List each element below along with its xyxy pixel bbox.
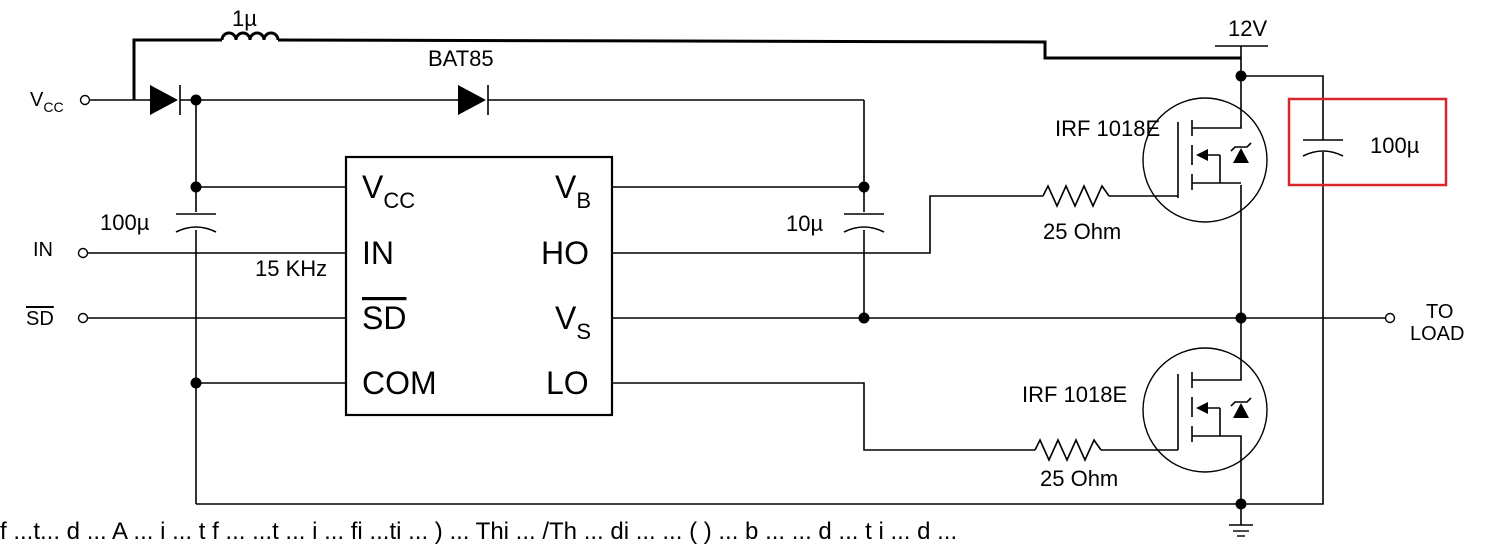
supply-label: 12V: [1228, 16, 1267, 41]
gate-driver-ic: [344, 155, 614, 417]
pin-sd: SD: [362, 300, 406, 336]
inductor: [220, 31, 280, 41]
pin-in: IN: [362, 235, 394, 271]
mosfet-high-label: IRF 1018E: [1055, 116, 1160, 141]
inductor-label: 1µ: [232, 6, 257, 31]
sd-terminal-label: SD: [26, 308, 54, 330]
sd-terminal: [77, 312, 89, 324]
wires: [88, 38, 1390, 525]
component-labels: 1µ BAT85 12V VCC IN SD TO LOAD 15 KHz 10…: [26, 6, 1464, 491]
load-label-1: TO: [1426, 301, 1453, 323]
gate-res-low-label: 25 Ohm: [1040, 466, 1118, 491]
gate-res-high-label: 25 Ohm: [1043, 219, 1121, 244]
mosfet-low-label: IRF 1018E: [1022, 382, 1127, 407]
junction-dots: [190, 70, 1247, 510]
pin-vs: VS: [555, 300, 591, 344]
cap-boot-label: 10µ: [786, 211, 823, 236]
pin-lo: LO: [546, 365, 589, 401]
pin-com: COM: [362, 365, 437, 401]
caption-cutoff: f ...t... d ... A ... i ... t f ... ...t…: [0, 518, 958, 545]
cap-bus-label: 100µ: [1370, 133, 1420, 158]
mosfet-high: [1142, 97, 1268, 223]
pin-vcc: VCC: [362, 169, 415, 213]
mosfet-low: [1142, 347, 1268, 473]
capacitor-vcc: [175, 213, 217, 233]
load-label-2: LOAD: [1410, 323, 1464, 345]
in-terminal-label: IN: [33, 239, 53, 261]
vcc-terminal-label: VCC: [30, 89, 64, 115]
gate-resistor-low: [1034, 438, 1102, 462]
capacitor-boot: [843, 213, 885, 233]
load-terminal: [1384, 312, 1396, 324]
gate-resistor-high: [1042, 184, 1110, 208]
pin-ho: HO: [541, 235, 589, 271]
in-terminal: [77, 247, 89, 259]
frequency-label: 15 KHz: [255, 256, 327, 281]
diode-label: BAT85: [428, 46, 494, 71]
diode-input: [150, 85, 181, 115]
diode-bat85: [458, 85, 489, 115]
capacitor-bus: [1302, 139, 1344, 157]
cap-vcc-label: 100µ: [100, 210, 150, 235]
ic-pin-labels: VCC IN SD COM VB HO VS LO: [362, 169, 591, 401]
vcc-terminal: [79, 94, 91, 106]
pin-vb: VB: [555, 169, 591, 213]
ground-symbol: [1229, 524, 1253, 537]
highlight-box: [1287, 97, 1448, 187]
